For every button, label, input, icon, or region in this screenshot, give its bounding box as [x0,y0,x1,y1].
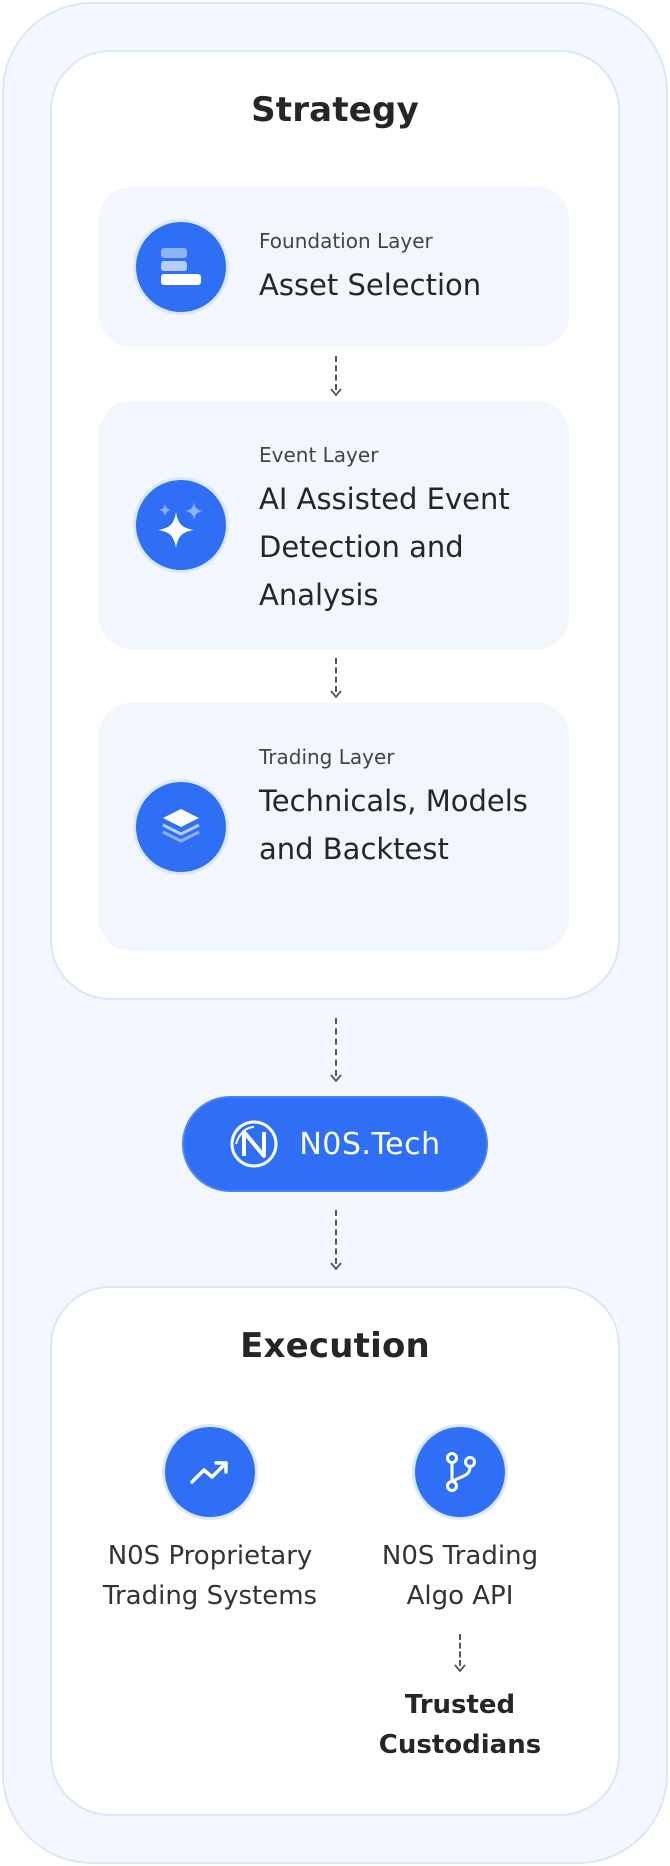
layer-title: Asset Selection [259,268,482,302]
layer-event: Event Layer AI Assisted Event Detection … [99,401,569,649]
nos-tech-hub: N0S.Tech [182,1096,488,1192]
exec-label-line2: Trading Systems [102,1581,318,1611]
custodian-line2: Custodians [378,1730,542,1760]
strategy-title: Strategy [251,90,419,130]
layers-icon [133,779,229,875]
connector-line [335,658,337,692]
exec-item-proprietary: N0S Proprietary Trading Systems [80,1424,340,1616]
branch-icon [412,1424,508,1520]
exec-label-line1: N0S Trading [381,1541,539,1571]
layer-foundation: Foundation Layer Asset Selection [99,187,569,347]
execution-title: Execution [240,1326,430,1366]
connector-line [335,1210,337,1264]
hub-label: N0S.Tech [299,1126,441,1162]
arrow-down-icon [454,1664,466,1673]
layer-title: AI Assisted Event Detection and Analysis [259,482,510,612]
layer-kicker: Trading Layer [259,745,395,769]
asset-stack-icon [133,219,229,315]
sparkle-icon [133,477,229,573]
connector-line [335,1018,337,1076]
exec-item-algo-api: N0S Trading Algo API [345,1424,575,1616]
connector-line [459,1634,461,1666]
layer-title: Technicals, Models and Backtest [259,784,528,866]
exec-label-line1: N0S Proprietary [107,1541,313,1571]
connector-line [335,356,337,390]
layer-kicker: Event Layer [259,443,379,467]
custodian-line1: Trusted [404,1690,516,1720]
exec-label-line2: Algo API [406,1581,514,1611]
arrow-down-icon [330,1074,342,1083]
trend-up-icon [162,1424,258,1520]
layer-kicker: Foundation Layer [259,229,433,253]
layer-trading: Trading Layer Technicals, Models and Bac… [99,703,569,951]
execution-card: Execution [50,1286,620,1816]
arrow-down-icon [330,1262,342,1271]
arrow-down-icon [330,690,342,699]
nos-logo-icon [230,1120,278,1168]
trusted-custodians: Trusted Custodians [345,1685,575,1765]
arrow-down-icon [330,388,342,397]
